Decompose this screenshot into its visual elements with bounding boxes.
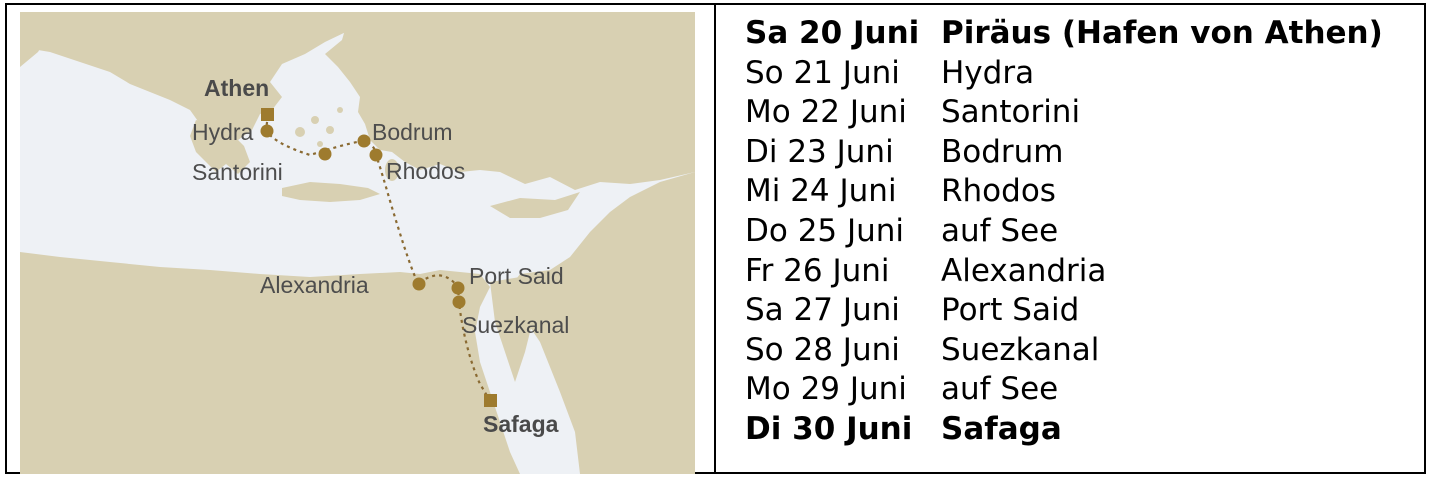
safaga-marker [484,394,497,407]
itinerary-place: Alexandria [941,252,1107,289]
aegean-island [326,126,334,134]
itinerary-place: Bodrum [941,133,1064,170]
itinerary-date: So 28 Juni [745,331,900,368]
itinerary-date: Mi 24 Juni [745,173,897,210]
hydra-marker [260,124,274,138]
itinerary-row: Mo 22 Juni Santorini [745,93,1383,133]
alexandria-label: Alexandria [260,272,369,298]
itinerary-place: auf See [941,212,1059,249]
rhodos-marker [369,148,383,162]
itinerary-date: Mo 29 Juni [745,371,907,408]
itinerary-row: Sa 20 Juni Piräus (Hafen von Athen) [745,14,1383,54]
port-said-marker [451,281,465,295]
aegean-island [311,116,319,124]
peloponnese-landmass [190,120,250,174]
itinerary-place: Suezkanal [941,331,1100,368]
itinerary-place: Piräus (Hafen von Athen) [941,15,1383,51]
itinerary-place: Safaga [941,410,1062,447]
sinai-landmass [490,277,535,382]
itinerary-row: So 28 Juni Suezkanal [745,331,1383,371]
itinerary-date: So 21 Juni [745,54,900,91]
alexandria-marker [412,277,426,291]
safaga-label: Safaga [483,411,559,437]
itinerary-date: Fr 26 Juni [745,252,890,289]
itinerary-row: Sa 27 Juni Port Said [745,291,1383,331]
suezkanal-marker [452,295,466,309]
itinerary-date: Di 23 Juni [745,133,894,170]
suezkanal-label: Suezkanal [462,312,569,338]
santorini-label: Santorini [192,159,283,185]
itinerary-date: Do 25 Juni [745,212,905,249]
bodrum-marker [357,134,371,148]
levant-landmass [510,172,695,474]
port-said-label: Port Said [469,263,564,289]
italy-landmass [20,12,60,67]
itinerary-row: Mo 29 Juni auf See [745,370,1383,410]
rhodes-island [385,159,399,181]
itinerary-place: Rhodos [941,173,1056,210]
itinerary-row: Mi 24 Juni Rhodos [745,172,1383,212]
hydra-label: Hydra [192,119,254,145]
athen-marker [261,108,274,121]
cyprus-island [490,192,580,218]
rhodos-label: Rhodos [386,158,465,184]
itinerary-row: So 21 Juni Hydra [745,54,1383,94]
itinerary-row: Fr 26 Juni Alexandria [745,252,1383,292]
itinerary-row: Di 23 Juni Bodrum [745,133,1383,173]
athen-label: Athen [204,75,269,101]
itinerary-place: Hydra [941,54,1035,91]
itinerary-date: Sa 20 Juni [745,15,920,51]
column-divider [714,3,716,474]
aegean-island [337,107,343,113]
itinerary-row: Do 25 Juni auf See [745,212,1383,252]
egypt-landmass [20,252,520,474]
itinerary-row: Di 30 Juni Safaga [745,410,1383,450]
cruise-route [264,114,492,404]
itinerary-place: auf See [941,371,1059,408]
itinerary-place: Port Said [941,292,1080,329]
aegean-island [295,127,305,137]
crete-island [282,182,380,202]
itinerary-date: Sa 27 Juni [745,292,900,329]
route-map: Athen Hydra Santorini Bodrum Rhodos Alex… [20,12,695,474]
turkey-landmass [325,12,695,190]
bodrum-label: Bodrum [372,119,453,145]
itinerary-place: Santorini [941,94,1081,131]
itinerary-date: Di 30 Juni [745,410,913,447]
aegean-island [317,141,323,147]
santorini-marker [318,147,332,161]
itinerary-date: Mo 22 Juni [745,94,907,131]
